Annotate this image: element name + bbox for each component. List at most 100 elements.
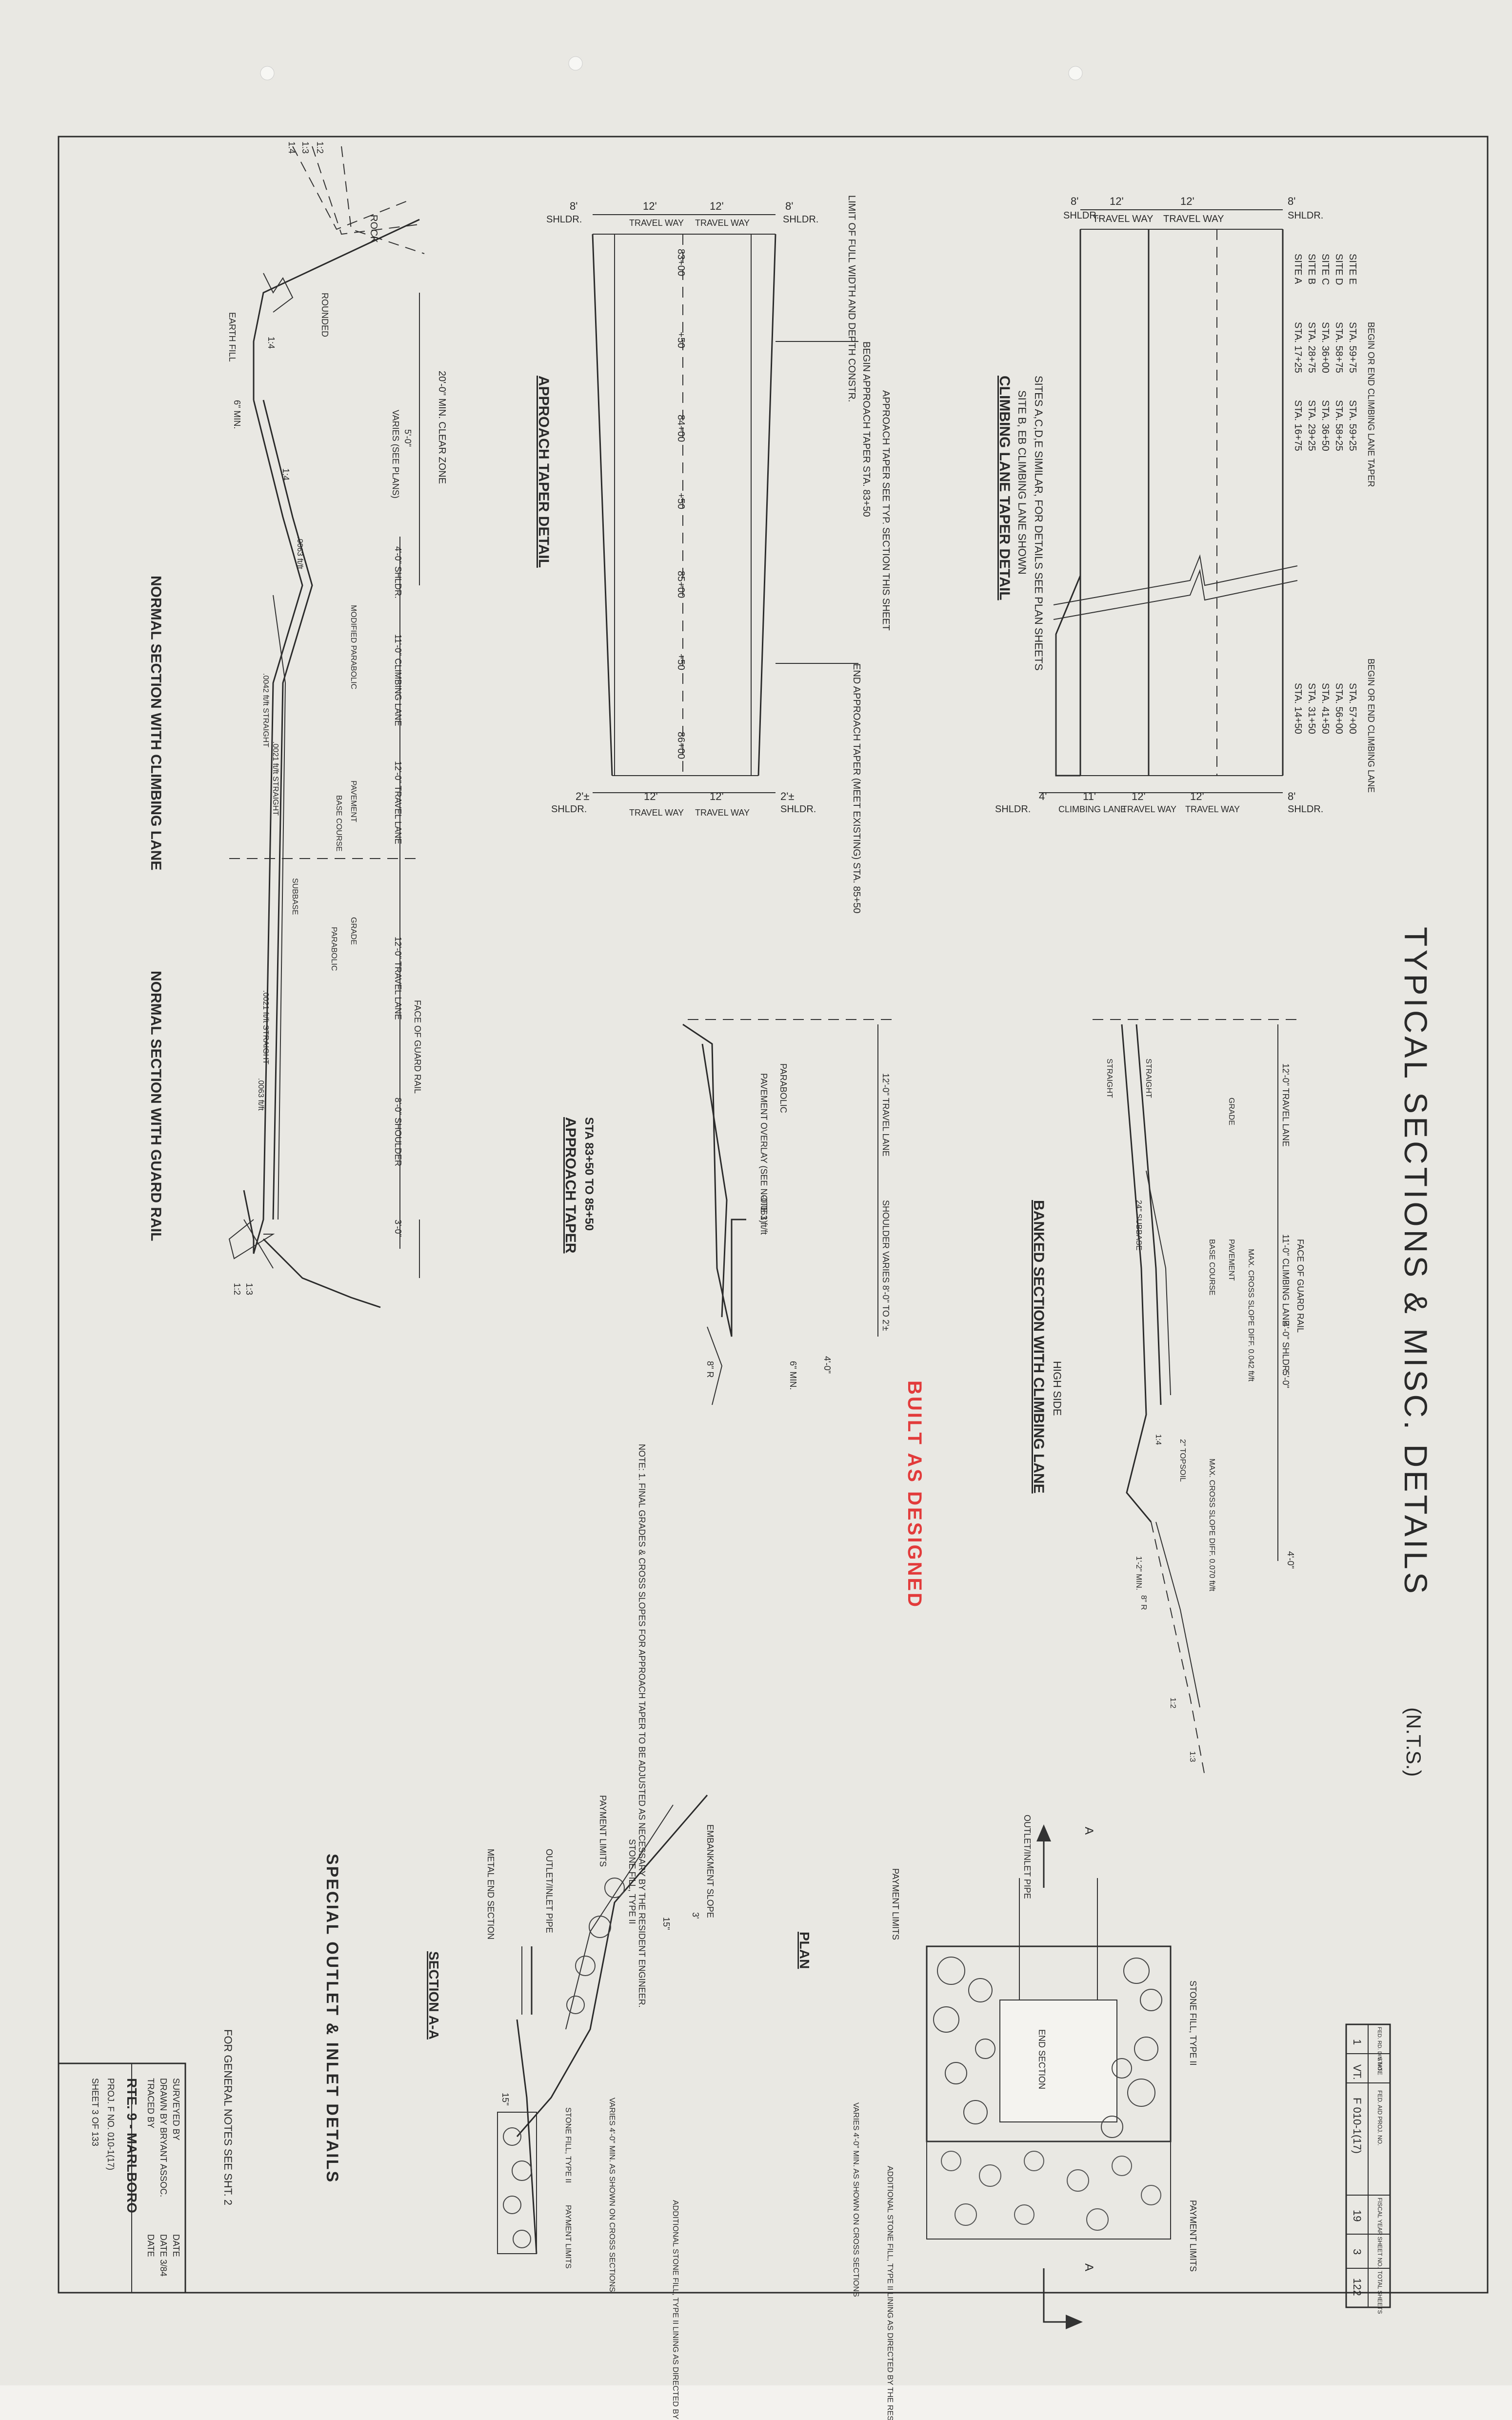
label-ratio-1: 1:4: [266, 337, 276, 349]
value-fiscal: 19: [1351, 2210, 1363, 2221]
label-travel-lane-1: 12'-0" TRAVEL LANE: [393, 761, 403, 844]
section-a-a: EMBANKMENT SLOPE STONE FILL, TYPE II PAY…: [426, 1795, 715, 2420]
top-label-2: TRAVEL WAY: [1093, 214, 1153, 224]
station-0: 83+00: [676, 249, 686, 276]
slope-line: [312, 146, 420, 235]
table-d-lane: STA. 56+00: [1333, 683, 1344, 734]
table-d-taper1: STA. 58+75: [1333, 322, 1344, 373]
label-rock: ROCK: [368, 215, 379, 243]
additional-stone-pattern: [941, 2151, 1161, 2231]
plan-label-end-section: END SECTION: [1037, 2029, 1047, 2089]
label-5ft: 5'-0": [403, 429, 413, 447]
banked-label-11: PAVEMENT: [1227, 1239, 1235, 1281]
banked-label-15: 1:4: [1154, 1434, 1162, 1445]
approach-edge: [592, 234, 613, 776]
table-e-taper2: STA. 59+25: [1347, 400, 1358, 451]
title-block-frame: [58, 2062, 186, 2294]
approach-bottom-dim-1: 2'±: [576, 790, 590, 802]
climbing-lane-note1: SITE B, EB CLIMBING LANE SHOWN: [1016, 390, 1028, 575]
section-label-additional: ADDITIONAL STONE FILL, TYPE II LINING AS…: [671, 2200, 679, 2420]
fill-slope: [262, 1238, 381, 1308]
banked-base: [1146, 1170, 1171, 1396]
label-earth-fill: EARTH FILL: [227, 312, 237, 362]
banked-layer: [1135, 1024, 1162, 1405]
banked-pavement: [1121, 1024, 1152, 1522]
plan-label-a1: A: [1082, 1827, 1095, 1835]
section-label-payment-1: PAYMENT LIMITS: [598, 1795, 608, 1867]
table-taper-header: BEGIN OR END CLIMBING LANE TAPER: [1366, 322, 1376, 487]
table-c-lane: STA. 41+50: [1320, 683, 1331, 734]
approach-note: NOTE: 1. FINAL GRADES & CROSS SLOPES FOR…: [637, 1444, 647, 2008]
approach-overlay: [701, 1043, 728, 1318]
label-base-course: BASE COURSE: [335, 795, 343, 852]
slope-line: [292, 146, 410, 230]
main-title-group: TYPICAL SECTIONS & MISC. DETAILS (N.T.S.…: [1398, 927, 1434, 1777]
table-c-taper2: STA. 36+50: [1320, 400, 1331, 451]
bottom-dim-4: 12': [1190, 790, 1204, 802]
sheet-border: [58, 136, 1489, 2294]
climbing-lane-taper-detail: 8' SHLDR. 12' TRAVEL WAY 12' TRAVEL WAY …: [995, 195, 1376, 815]
top-label-4: SHLDR.: [1288, 210, 1323, 221]
approach-top-dim-2: 12': [643, 200, 657, 212]
pavement-layer: [262, 400, 313, 1220]
banked-label-3: 5'-0": [1281, 1371, 1291, 1388]
plan-label-stone-fill: STONE FILL, TYPE II: [1188, 1980, 1198, 2065]
station-4: 85+00: [676, 571, 686, 598]
approach-taper-section: 12'-0" TRAVEL LANE SHOULDER VARIES 8'-0"…: [562, 1019, 893, 2008]
table-site-e: SITE E: [1347, 254, 1358, 284]
section-label-3ft: 3': [691, 1912, 700, 1919]
banked-label-1: 11'-0" CLIMBING LANE: [1281, 1234, 1291, 1326]
label-ratio-4: 1:3: [300, 141, 310, 154]
station-3: +50: [676, 493, 686, 509]
bottom-dim-5: 8': [1288, 790, 1295, 802]
label-min: 6" MIN.: [232, 400, 242, 429]
label-3ft: 3'-0": [393, 1220, 403, 1237]
approach-bottom-dim-3: 12': [710, 790, 724, 802]
banked-label-16: 1:2: [1169, 1698, 1177, 1708]
value-sheet: 3: [1351, 2249, 1363, 2255]
label-shldr: 4'-0" SHLDR.: [393, 546, 403, 599]
embankment-slope: [516, 1795, 708, 2137]
outlet-title-group: SPECIAL OUTLET & INLET DETAILS: [323, 1854, 341, 2183]
break-line: [1053, 554, 1298, 605]
approach-label-0: 12'-0" TRAVEL LANE: [881, 1073, 891, 1157]
banked-label-0: 12'-0" TRAVEL LANE: [1281, 1063, 1291, 1147]
route-title: RTE. 9 - MARLBORO: [124, 2078, 139, 2213]
stone-pattern: [933, 1957, 1162, 2138]
station-table: SITE A SITE B SITE C SITE D SITE E BEGIN…: [1293, 254, 1376, 793]
table-a-taper2: STA. 16+75: [1293, 400, 1303, 451]
label-ratio-3: 1:2: [315, 141, 325, 154]
approach-label-1: SHOULDER VARIES 8'-0" TO 2'±: [881, 1200, 891, 1331]
banked-label-6: GRADE: [1227, 1098, 1235, 1125]
label-slope-1: .0042 ft/ft STRAIGHT: [261, 673, 270, 747]
table-c-taper1: STA. 36+00: [1320, 322, 1331, 373]
title-block-text: SURVEYED BY DATE DRAWN BY BRYANT ASSOC. …: [90, 2078, 181, 2277]
binder-hole: [260, 66, 275, 80]
station-5: +50: [676, 654, 686, 670]
bottom-dim-2: 11': [1083, 790, 1096, 802]
bottom-dim-3: 12': [1132, 790, 1146, 802]
approach-label-4: -0.063 ft/ft: [759, 1195, 769, 1235]
approach-top-label-2: TRAVEL WAY: [629, 218, 684, 228]
table-a-taper1: STA. 17+25: [1293, 322, 1303, 373]
section-label-varies: VARIES 4'-0" MIN. AS SHOWN ON CROSS SECT…: [608, 2098, 616, 2292]
label-pavement: PAVEMENT: [349, 780, 358, 822]
pavement-top: [243, 400, 303, 1254]
end-taper-note: END APPROACH TAPER (MEET EXISTING) STA. …: [851, 663, 862, 914]
banked-section-title: BANKED SECTION WITH CLIMBING LANE: [1031, 1200, 1047, 1494]
banked-section-subtitle: HIGH SIDE: [1051, 1361, 1063, 1416]
section-label-15in-2: 15": [500, 2093, 510, 2105]
approach-notes: LIMIT OF FULL WIDTH AND DEPTH CONSTR. BE…: [846, 195, 891, 914]
value-div: 1: [1351, 2039, 1363, 2045]
label-slope-2: .0021 ft/ft STRAIGHT: [271, 741, 279, 816]
approach-top-dim-4: 8': [785, 200, 793, 212]
approach-edge: [757, 234, 776, 776]
plan-title: PLAN: [797, 1932, 812, 1969]
value-proj: F 010-1(17): [1351, 2098, 1363, 2154]
subbase-line: [243, 1219, 274, 1269]
approach-top-dim-3: 12': [710, 200, 724, 212]
banked-label-4: 4'-0": [1286, 1551, 1295, 1569]
table-e-lane: STA. 57+00: [1347, 683, 1358, 734]
project-block-values: 1 VT. F 010-1(17) 19 3 122: [1351, 2039, 1363, 2296]
outlet-plan: A A OUTLET/INLET PIPE PAYMENT LIMITS END…: [797, 1815, 1198, 2420]
